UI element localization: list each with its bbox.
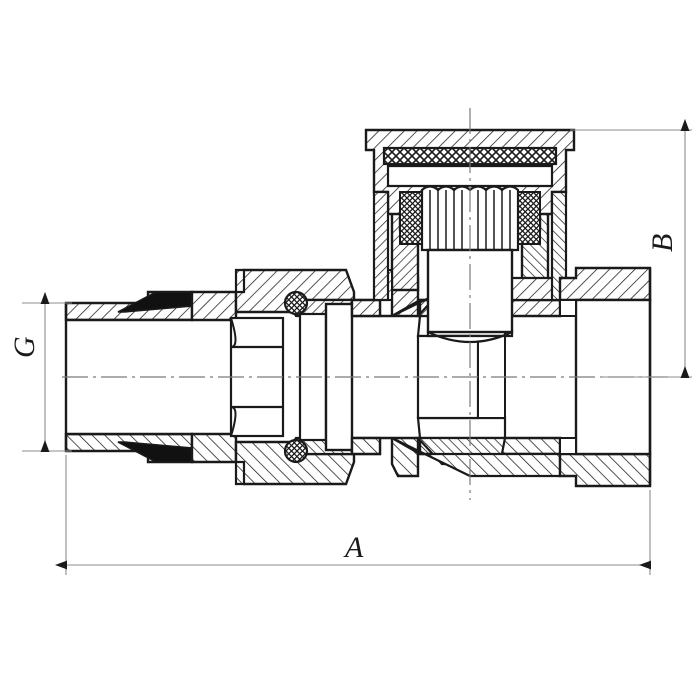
o-ring-lower	[283, 438, 309, 464]
dimension-A	[54, 455, 652, 575]
o-ring-upper	[283, 290, 309, 316]
packing-seal-left	[399, 191, 423, 245]
dimension-label-b: B	[646, 233, 679, 252]
dimension-label-a: A	[345, 531, 364, 564]
valve-stem-spline	[420, 185, 520, 344]
dimension-G	[22, 291, 72, 453]
packing-seal-right	[517, 191, 541, 245]
flow-passage-lower	[416, 416, 507, 440]
dimension-B	[570, 118, 692, 379]
dimension-label-g: G	[8, 336, 41, 358]
